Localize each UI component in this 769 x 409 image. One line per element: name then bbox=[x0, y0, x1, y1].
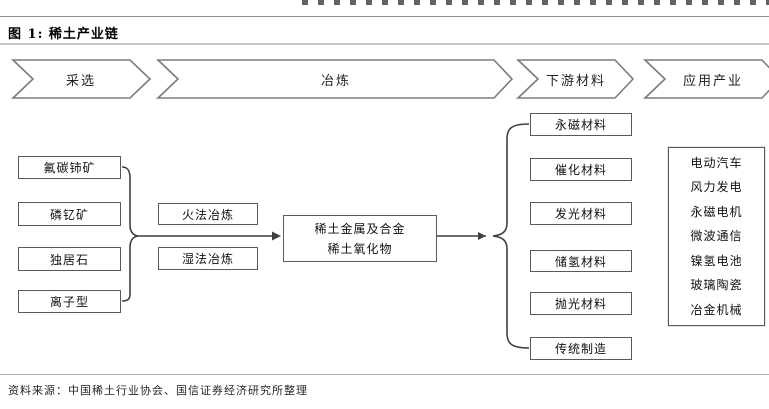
material-box-catalytic: 催化材料 bbox=[530, 158, 632, 181]
application-item: 永磁电机 bbox=[690, 204, 743, 219]
stage-chevron-downstream bbox=[515, 59, 635, 99]
ore-group-brace bbox=[121, 166, 139, 302]
stage-label-downstream: 下游材料 bbox=[545, 74, 607, 89]
applications-box: 电动汽车 风力发电 永磁电机 微波通信 镍氢电池 玻璃陶瓷 冶金机械 bbox=[668, 147, 765, 326]
ore-label: 独居石 bbox=[49, 252, 89, 267]
stage-chevron-applications bbox=[642, 59, 769, 99]
material-label: 储氢材料 bbox=[554, 254, 607, 269]
application-item: 镍氢电池 bbox=[690, 253, 743, 268]
intermediate-products-box: 稀土金属及合金 稀土氧化物 bbox=[283, 215, 437, 262]
ore-box-bastnaesite: 氟碳铈矿 bbox=[18, 156, 121, 179]
application-item: 玻璃陶瓷 bbox=[690, 278, 743, 293]
ore-label: 氟碳铈矿 bbox=[43, 161, 96, 175]
figure-title: 图 1: 稀土产业链 bbox=[8, 27, 119, 42]
ore-to-intermediate-arrowhead bbox=[272, 231, 281, 241]
downstream-group-brace bbox=[492, 123, 530, 349]
intermediate-line2: 稀土氧化物 bbox=[327, 241, 393, 256]
smelting-label: 火法冶炼 bbox=[181, 207, 234, 222]
material-label: 催化材料 bbox=[554, 163, 607, 177]
ore-box-ionic: 离子型 bbox=[18, 290, 121, 313]
ore-label: 磷钇矿 bbox=[49, 207, 89, 222]
ore-box-xenotime: 磷钇矿 bbox=[18, 202, 121, 226]
intermediate-line1: 稀土金属及合金 bbox=[314, 221, 406, 236]
stage-chevron-mining bbox=[10, 59, 152, 99]
material-box-luminescent: 发光材料 bbox=[530, 202, 632, 225]
top-rule bbox=[0, 16, 769, 17]
application-item: 微波通信 bbox=[690, 229, 743, 244]
material-label: 永磁材料 bbox=[554, 118, 607, 132]
smelting-label: 湿法冶炼 bbox=[181, 252, 234, 266]
ore-box-monazite: 独居石 bbox=[18, 247, 121, 271]
material-label: 发光材料 bbox=[554, 207, 607, 221]
stage-label-mining: 采选 bbox=[65, 74, 97, 89]
ore-label: 离子型 bbox=[49, 295, 89, 309]
source-note: 资料来源：中国稀土行业协会、国信证券经济研究所整理 bbox=[8, 384, 308, 397]
stage-label-smelting: 冶炼 bbox=[320, 74, 352, 89]
intermediate-to-downstream-arrowhead bbox=[478, 232, 486, 240]
smelting-box-hydro: 湿法冶炼 bbox=[158, 247, 258, 270]
stage-label-applications: 应用产业 bbox=[682, 74, 744, 89]
application-item: 风力发电 bbox=[690, 180, 743, 195]
material-box-permanent-magnet: 永磁材料 bbox=[530, 113, 632, 136]
stage-chevron-smelting bbox=[155, 59, 514, 99]
material-label: 传统制造 bbox=[554, 342, 607, 356]
material-label: 抛光材料 bbox=[554, 297, 607, 311]
title-rule bbox=[0, 43, 769, 45]
material-box-polishing: 抛光材料 bbox=[530, 292, 632, 315]
bottom-rule bbox=[0, 374, 769, 375]
application-item: 冶金机械 bbox=[690, 302, 743, 317]
material-box-traditional-mfg: 传统制造 bbox=[530, 337, 632, 360]
clipped-text-fragment bbox=[302, 0, 769, 5]
application-item: 电动汽车 bbox=[690, 155, 743, 170]
smelting-box-pyro: 火法冶炼 bbox=[158, 203, 258, 225]
material-box-hydrogen-storage: 储氢材料 bbox=[530, 250, 632, 272]
